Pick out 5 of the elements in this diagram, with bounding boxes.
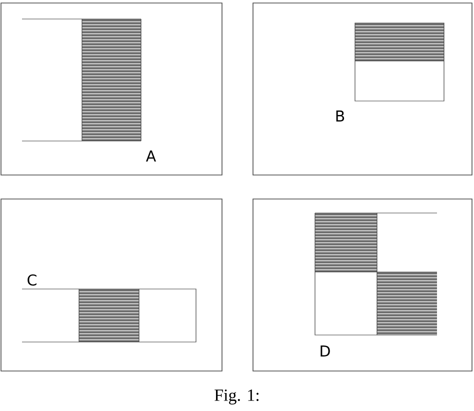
- figure-caption: Fig. 1:: [214, 390, 259, 404]
- panel-letter: D: [320, 346, 330, 356]
- panel-letter: A: [146, 150, 156, 162]
- panel-letter: B: [336, 110, 344, 122]
- panel-letter: C: [28, 274, 36, 286]
